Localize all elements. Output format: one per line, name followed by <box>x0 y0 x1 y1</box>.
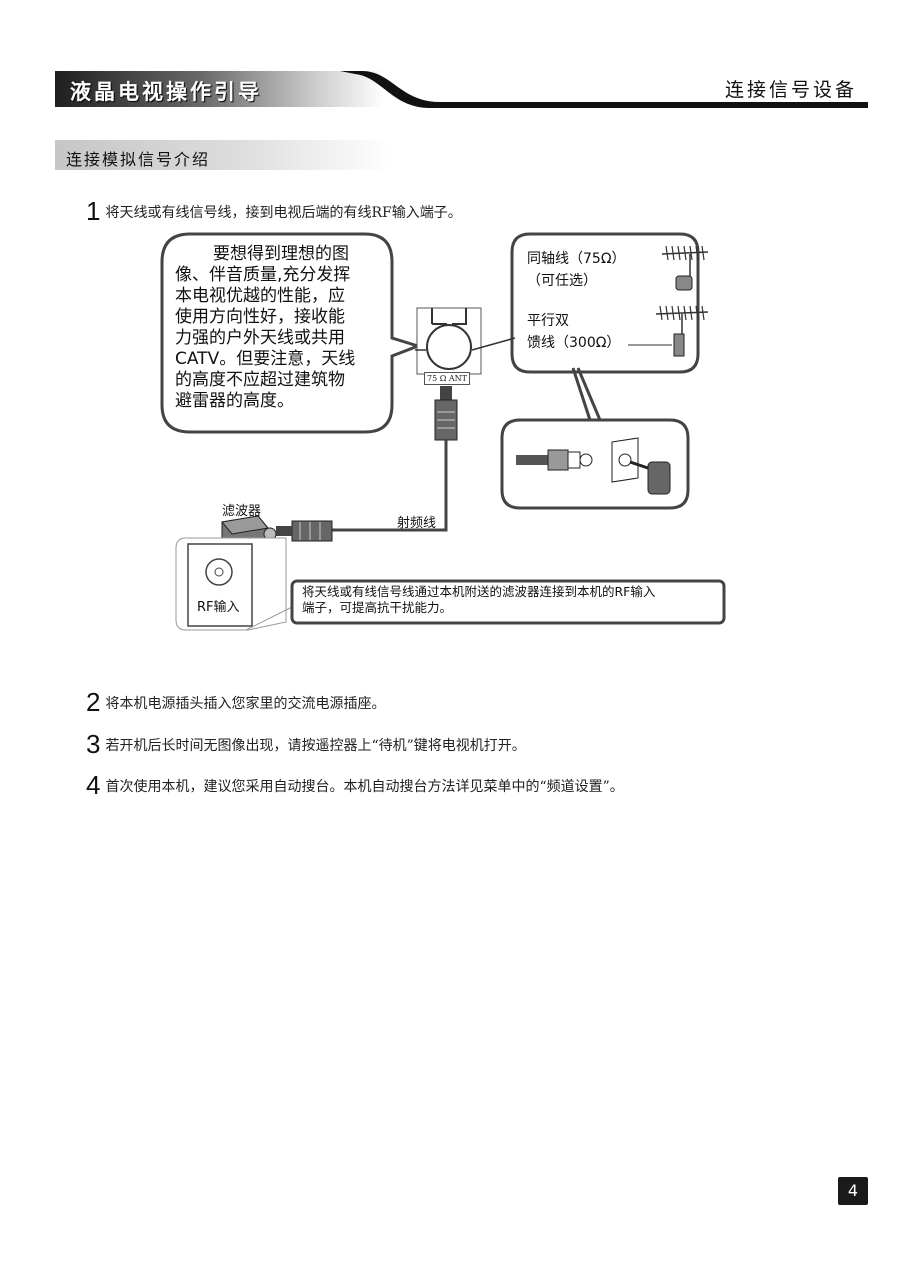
rf-plug-vertical <box>434 386 458 441</box>
connection-diagram <box>160 232 726 631</box>
page-header-title: 液晶电视操作引导 <box>70 80 262 104</box>
note-line: 端子，可提高抗干扰能力。 <box>302 600 453 615</box>
header-swoosh <box>340 71 868 108</box>
step-text: 若开机后长时间无图像出现，请按遥控器上“待机”键将电视机打开。 <box>105 738 526 754</box>
antenna-yagi-icon <box>628 305 709 357</box>
step-text: 将本机电源插头插入您家里的交流电源插座。 <box>105 696 386 712</box>
step-number: 2 <box>86 687 101 717</box>
step-number: 1 <box>86 196 101 226</box>
callout-line: 力强的户外天线或共用 <box>175 328 345 348</box>
callout-line: 的高度不应超过建筑物 <box>175 370 345 390</box>
callout-text: 要想得到理想的图 像、伴音质量,充分发挥 本电视优越的性能，应 使用方向性好，接… <box>175 244 390 412</box>
page-number: 4 <box>838 1177 868 1205</box>
callout-line: 像、伴音质量,充分发挥 <box>175 265 351 285</box>
tv-back-panel <box>175 537 295 631</box>
coax-optional-label: （可任选） <box>527 273 597 289</box>
rf-cable <box>330 440 448 532</box>
section-title: 连接模拟信号介绍 <box>66 150 211 169</box>
rf-plug-horizontal <box>276 520 333 542</box>
parallel-label-line2: 馈线（300Ω） <box>527 335 621 351</box>
note-line: 将天线或有线信号线通过本机附送的滤波器连接到本机的RF输入 <box>302 584 656 599</box>
note-box <box>290 579 726 625</box>
step-text: 首次使用本机，建议您采用自动搜台。本机自动搜台方法详见菜单中的“频道设置”。 <box>105 779 624 795</box>
rf-cable-label: 射频线 <box>397 516 437 531</box>
step-text: 将天线或有线信号线，接到电视后端的有线RF输入端子。 <box>105 205 462 221</box>
callout-line: 本电视优越的性能，应 <box>175 286 345 306</box>
note-text: 将天线或有线信号线通过本机附送的滤波器连接到本机的RF输入 端子，可提高抗干扰能… <box>302 584 722 616</box>
step-number: 3 <box>86 729 101 759</box>
header-title-band <box>55 71 385 107</box>
callout-bubble <box>160 232 423 434</box>
callout-line: 避雷器的高度。 <box>175 391 294 411</box>
rf-input-label: RF输入 <box>197 600 240 615</box>
parallel-label-line1: 平行双 <box>527 313 569 329</box>
callout-line: 要想得到理想的图 <box>213 244 349 264</box>
ant-terminal-label: 75 Ω ANT <box>424 372 470 385</box>
section-title-band <box>55 140 390 170</box>
antenna-panel <box>510 232 700 374</box>
wall-outlet-icon <box>611 437 671 495</box>
antenna-yagi-icon <box>661 245 709 291</box>
tv-antenna-terminal <box>415 307 516 375</box>
section-header-right: 连接信号设备 <box>725 79 858 101</box>
callout-line: 使用方向性好，接收能 <box>175 307 345 327</box>
callout-line: CATV。但要注意，天线 <box>175 349 356 369</box>
coax-label: 同轴线（75Ω） <box>527 251 626 267</box>
step-number: 4 <box>86 770 101 800</box>
cable-adapter-icon <box>516 449 593 471</box>
outlet-panel <box>500 367 690 510</box>
filter-label: 滤波器 <box>222 504 262 519</box>
